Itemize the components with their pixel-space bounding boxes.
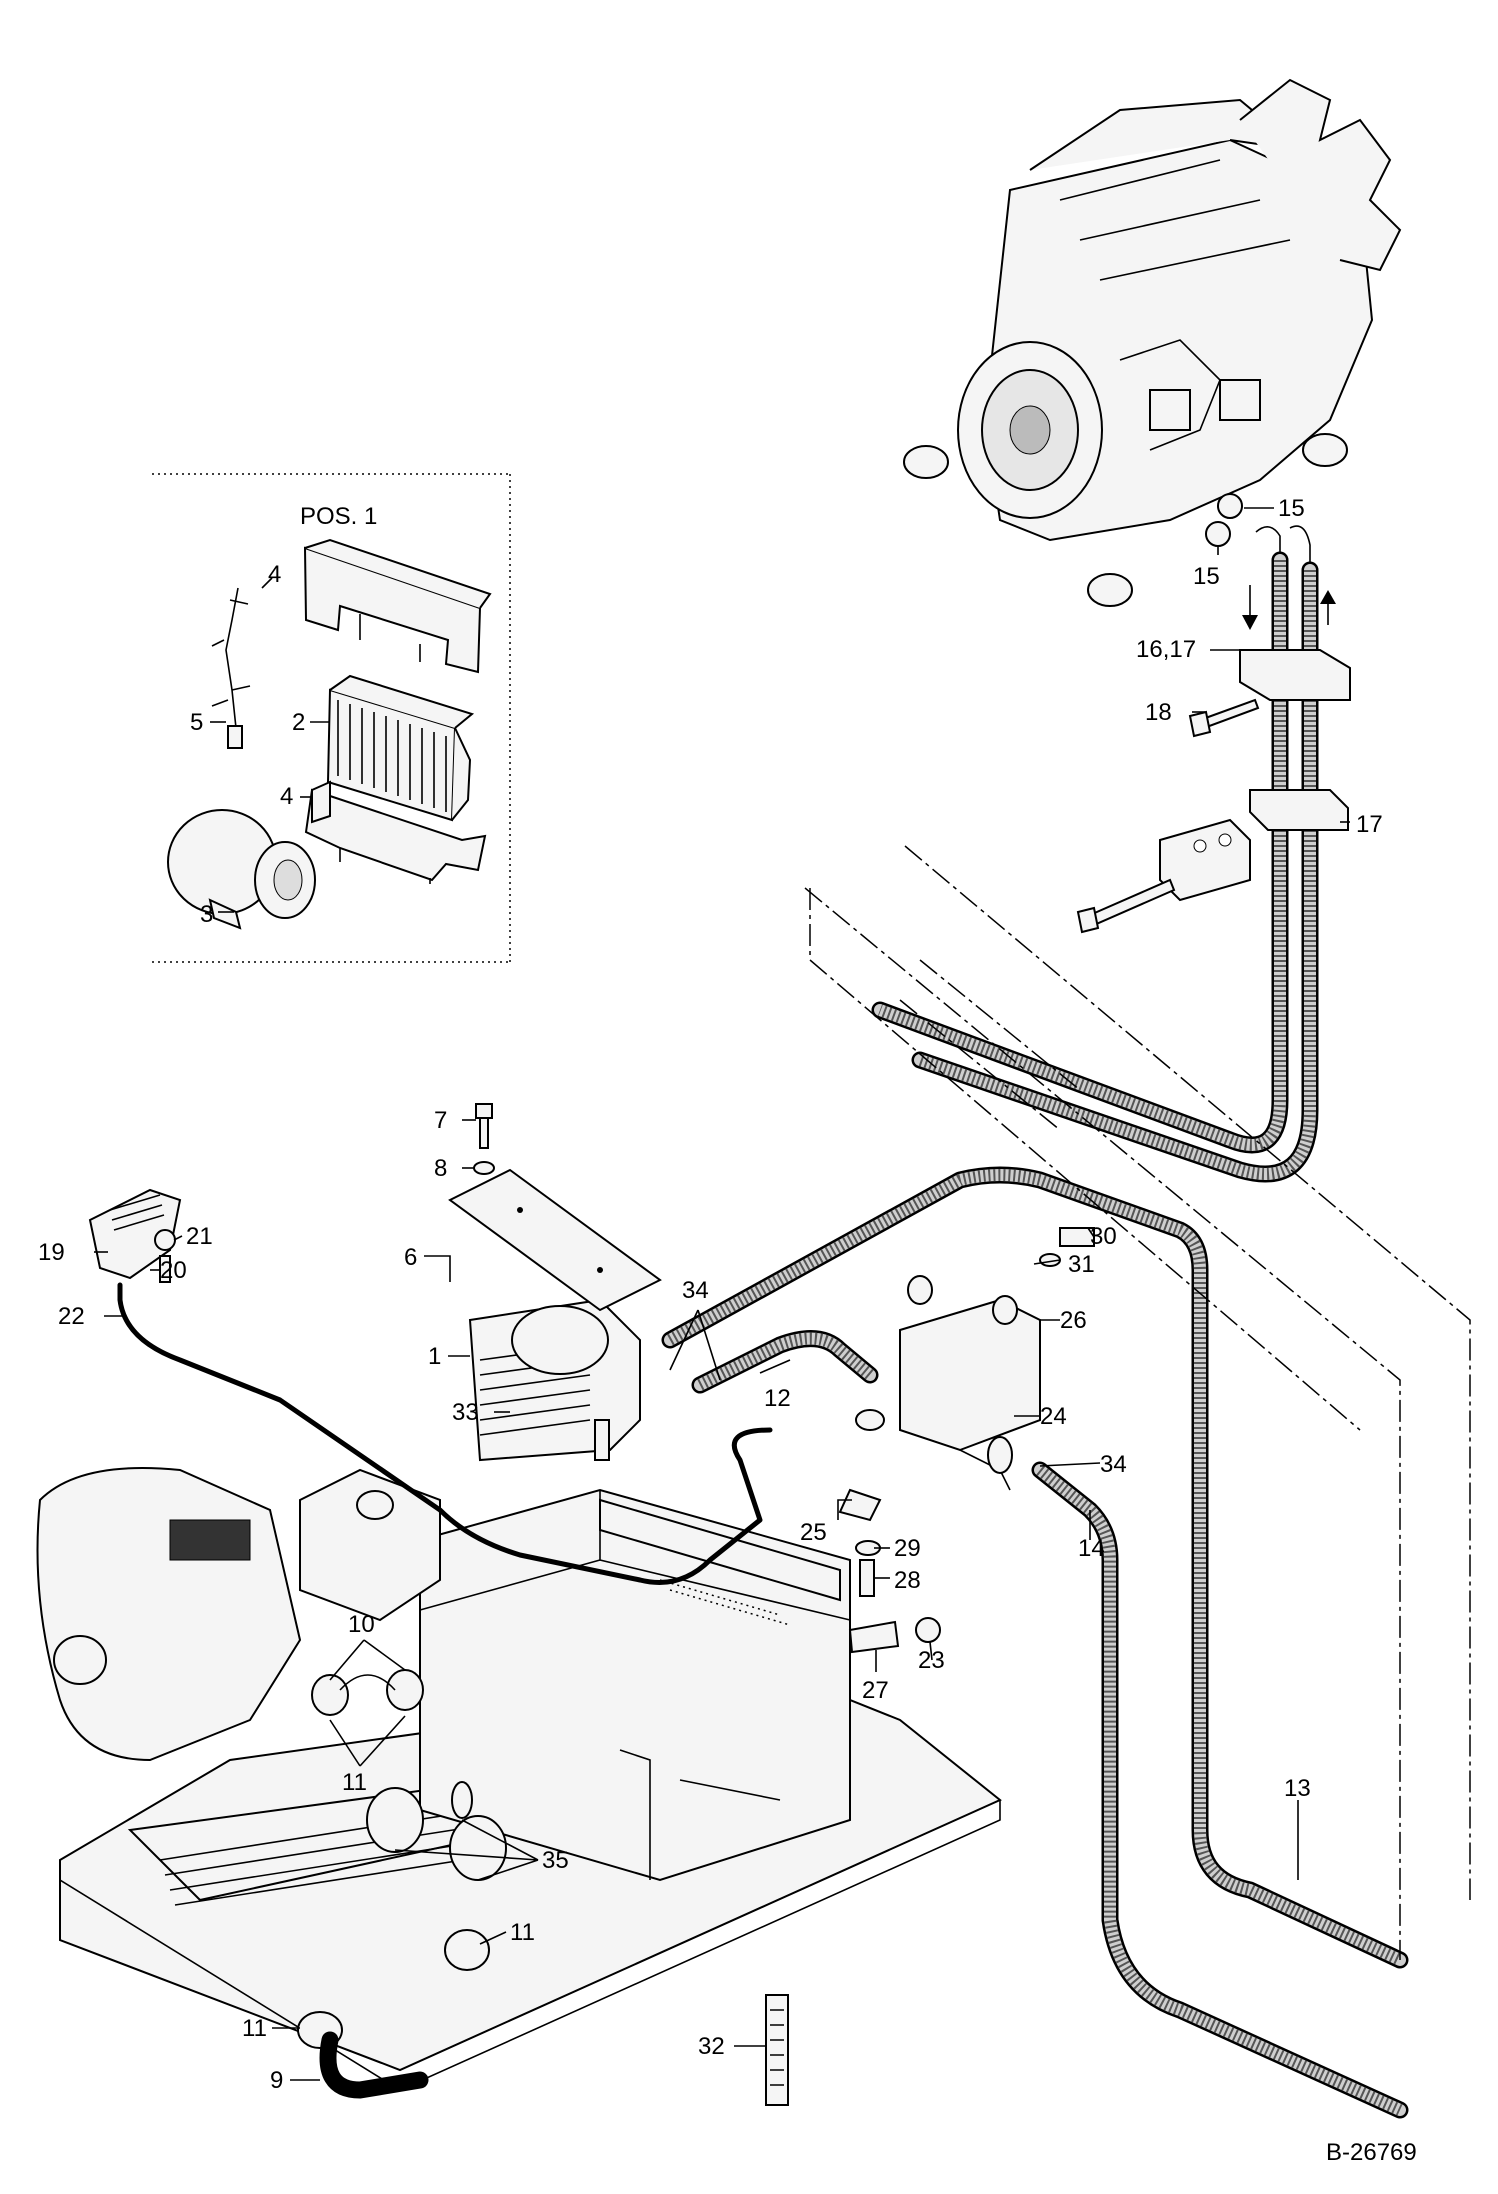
lower-tray-illustration (304, 780, 487, 884)
engine-illustration (903, 78, 1402, 607)
callout-2: 2 (292, 709, 305, 736)
callout-5: 5 (190, 709, 203, 736)
cab-outline-dashes (804, 845, 1471, 1960)
callout-25: 25 (800, 1519, 827, 1546)
screw-washer-7-8 (473, 1103, 495, 1175)
heater-box-frame (419, 1488, 851, 1882)
callout-13: 13 (1284, 1775, 1311, 1802)
callout-15a: 15 (1278, 495, 1305, 522)
callout-20: 20 (160, 1257, 187, 1284)
callout-10: 10 (348, 1611, 375, 1638)
figure-id: B-26769 (1326, 2139, 1417, 2166)
callout-21: 21 (186, 1223, 213, 1250)
callout-35: 35 (542, 1847, 569, 1874)
air-vents (297, 1669, 507, 2099)
callout-15b: 15 (1193, 563, 1220, 590)
callout-17: 17 (1356, 811, 1383, 838)
callout-28: 28 (894, 1567, 921, 1594)
water-valve-assembly (838, 1227, 1095, 1654)
upper-cover-illustration (303, 538, 492, 674)
callout-16-17: 16,17 (1136, 636, 1196, 663)
callout-31: 31 (1068, 1251, 1095, 1278)
callout-23: 23 (918, 1647, 945, 1674)
callout-labels: 4 5 2 4 3 15 15 16,17 18 17 7 8 6 1 33 3… (38, 495, 1417, 2166)
callout-26: 26 (1060, 1307, 1087, 1334)
wire-harness-illustration (211, 587, 251, 749)
callout-11a: 11 (342, 1769, 367, 1796)
callout-32: 32 (698, 2033, 725, 2060)
callout-24: 24 (1040, 1403, 1067, 1430)
inset-title: POS. 1 (300, 503, 377, 530)
callout-9: 9 (270, 2067, 283, 2094)
inset-pos1: POS. 1 (152, 473, 511, 963)
callout-22: 22 (58, 1303, 85, 1330)
heater-unit (468, 1298, 641, 1462)
control-valve (88, 1188, 773, 1585)
callout-4a: 4 (268, 561, 281, 588)
leader-lines (94, 507, 1350, 2081)
callout-33: 33 (452, 1399, 479, 1426)
callout-30: 30 (1090, 1223, 1117, 1250)
callout-11c: 11 (242, 2015, 267, 2042)
callout-11b: 11 (510, 1919, 535, 1946)
callout-27: 27 (862, 1677, 889, 1704)
callout-8: 8 (434, 1155, 447, 1182)
callout-7: 7 (434, 1107, 447, 1134)
hose-clamps (1076, 585, 1351, 934)
cover-plate (448, 1168, 662, 1312)
callout-6: 6 (404, 1244, 417, 1271)
callout-3: 3 (200, 901, 213, 928)
heater-hoses (661, 551, 1409, 2119)
callout-18: 18 (1145, 699, 1172, 726)
callout-29: 29 (894, 1535, 921, 1562)
fitting-upper (1217, 493, 1243, 519)
callout-14: 14 (1078, 1535, 1105, 1562)
heater-core-illustration (326, 674, 475, 822)
fitting-lower (1205, 521, 1231, 547)
spare-strip (765, 1994, 789, 2106)
callout-1: 1 (428, 1343, 441, 1370)
seat-console (36, 1467, 441, 1762)
callout-19: 19 (38, 1239, 65, 1266)
blower-illustration (167, 809, 316, 930)
callout-34b: 34 (1100, 1451, 1127, 1478)
callout-4b: 4 (280, 783, 293, 810)
callout-12: 12 (764, 1385, 791, 1412)
callout-34a: 34 (682, 1277, 709, 1304)
